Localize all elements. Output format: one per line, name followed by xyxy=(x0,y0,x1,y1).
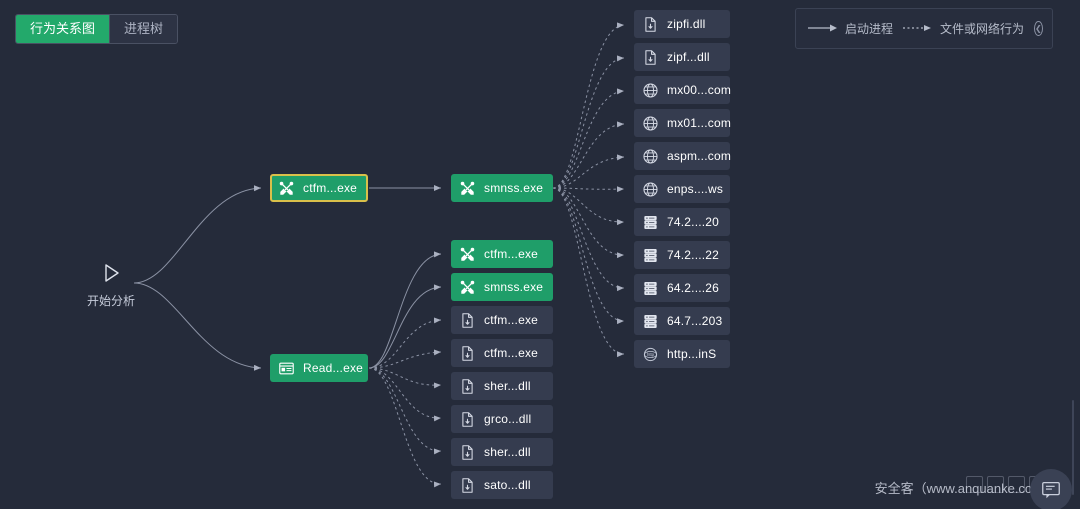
graph-node-label: ctfm...exe xyxy=(303,181,358,195)
collapse-circle-icon[interactable]: ❮ xyxy=(1034,21,1043,36)
graph-node-n-enps[interactable]: enps....ws xyxy=(634,175,730,203)
vertical-scrollbar[interactable] xyxy=(1072,400,1074,495)
graph-node-n-smnss-1[interactable]: smnss.exe xyxy=(451,174,553,202)
globe-icon xyxy=(642,82,659,99)
legend-item-start-process: 启动进程 xyxy=(808,20,893,38)
graph-node-label: sher...dll xyxy=(484,445,531,459)
graph-node-n-http[interactable]: http http...inS xyxy=(634,340,730,368)
file-download-icon xyxy=(459,411,476,428)
root-node-label: 开始分析 xyxy=(87,294,136,308)
tab-process-tree[interactable]: 进程树 xyxy=(110,15,178,43)
server-icon xyxy=(642,214,659,231)
file-download-icon xyxy=(459,477,476,494)
graph-node-n-grco[interactable]: grco...dll xyxy=(451,405,553,433)
graph-node-label: smnss.exe xyxy=(484,280,544,294)
graph-node-label: http...inS xyxy=(667,347,717,361)
graph-node-n-ctfm-3[interactable]: ctfm...exe xyxy=(451,306,553,334)
graph-node-label: mx01...com xyxy=(667,116,732,130)
graph-node-n-smnss-2[interactable]: smnss.exe xyxy=(451,273,553,301)
graph-node-label: 74.2....20 xyxy=(667,215,720,229)
file-download-icon xyxy=(642,16,659,33)
tools-icon xyxy=(459,180,476,197)
file-download-icon xyxy=(459,378,476,395)
server-icon xyxy=(642,313,659,330)
tools-icon xyxy=(459,279,476,296)
graph-node-label: zipfi.dll xyxy=(667,17,706,31)
watermark-box xyxy=(987,476,1004,493)
legend-label-start-process: 启动进程 xyxy=(845,22,894,36)
watermark-box xyxy=(966,476,983,493)
graph-node-label: grco...dll xyxy=(484,412,532,426)
graph-node-n-mx00[interactable]: mx00...com xyxy=(634,76,732,104)
graph-node-label: 64.7...203 xyxy=(667,314,723,328)
graph-node-label: Read...exe xyxy=(303,361,364,375)
graph-node-n-sato[interactable]: sato...dll xyxy=(451,471,553,499)
tools-icon xyxy=(278,180,295,197)
graph-node-n-ip2[interactable]: 74.2....22 xyxy=(634,241,730,269)
server-icon xyxy=(642,247,659,264)
svg-text:http: http xyxy=(647,351,655,356)
http-badge-icon: http xyxy=(642,346,659,363)
graph-node-n-ip1[interactable]: 74.2....20 xyxy=(634,208,730,236)
graph-node-n-ctfm-4[interactable]: ctfm...exe xyxy=(451,339,553,367)
graph-node-n-ip3[interactable]: 64.2....26 xyxy=(634,274,730,302)
graph-node-n-sher-1[interactable]: sher...dll xyxy=(451,372,553,400)
tab-behavior-graph[interactable]: 行为关系图 xyxy=(16,15,111,43)
graph-node-n-ctfm-2[interactable]: ctfm...exe xyxy=(451,240,553,268)
tools-icon xyxy=(459,246,476,263)
file-download-icon xyxy=(459,444,476,461)
legend-label-file-network: 文件或网络行为 xyxy=(940,22,1025,36)
globe-icon xyxy=(642,181,659,198)
graph-node-label: 74.2....22 xyxy=(667,248,720,262)
file-download-icon xyxy=(642,49,659,66)
watermark-box xyxy=(1008,476,1025,493)
watermark-text: 安全客（www.anquanke.com） xyxy=(874,481,1056,496)
graph-legend: 启动进程 文件或网络行为 ❮ xyxy=(795,8,1053,49)
solid-arrow-icon xyxy=(808,20,838,38)
graph-node-label: zipf...dll xyxy=(667,50,710,64)
dashed-arrow-icon xyxy=(903,20,933,38)
window-app-icon xyxy=(278,360,295,377)
file-download-icon xyxy=(459,312,476,329)
globe-icon xyxy=(642,148,659,165)
graph-node-n-ip4[interactable]: 64.7...203 xyxy=(634,307,730,335)
graph-node-n-mx01[interactable]: mx01...com xyxy=(634,109,732,137)
server-icon xyxy=(642,280,659,297)
graph-node-n-ctfm-1[interactable]: ctfm...exe xyxy=(270,174,368,202)
graph-node-label: aspm...com xyxy=(667,149,732,163)
root-node-start-analysis[interactable]: 开始分析 xyxy=(87,262,136,309)
graph-node-label: ctfm...exe xyxy=(484,346,539,360)
graph-node-label: 64.2....26 xyxy=(667,281,720,295)
file-download-icon xyxy=(459,345,476,362)
graph-node-label: ctfm...exe xyxy=(484,247,539,261)
graph-node-label: ctfm...exe xyxy=(484,313,539,327)
graph-node-label: enps....ws xyxy=(667,182,724,196)
graph-node-label: sher...dll xyxy=(484,379,531,393)
graph-node-label: smnss.exe xyxy=(484,181,544,195)
graph-node-n-read[interactable]: Read...exe xyxy=(270,354,368,382)
graph-node-n-sher-2[interactable]: sher...dll xyxy=(451,438,553,466)
view-mode-tabbar: 行为关系图 进程树 xyxy=(15,14,179,44)
legend-item-file-network: 文件或网络行为 xyxy=(903,20,1024,38)
graph-node-n-aspm[interactable]: aspm...com xyxy=(634,142,732,170)
graph-node-n-zipfi[interactable]: zipfi.dll xyxy=(634,10,730,38)
graph-node-label: sato...dll xyxy=(484,478,531,492)
graph-node-label: mx00...com xyxy=(667,83,732,97)
globe-icon xyxy=(642,115,659,132)
chat-bubble-icon[interactable] xyxy=(1030,469,1072,509)
graph-node-n-zipf[interactable]: zipf...dll xyxy=(634,43,730,71)
play-triangle-icon xyxy=(100,262,122,289)
